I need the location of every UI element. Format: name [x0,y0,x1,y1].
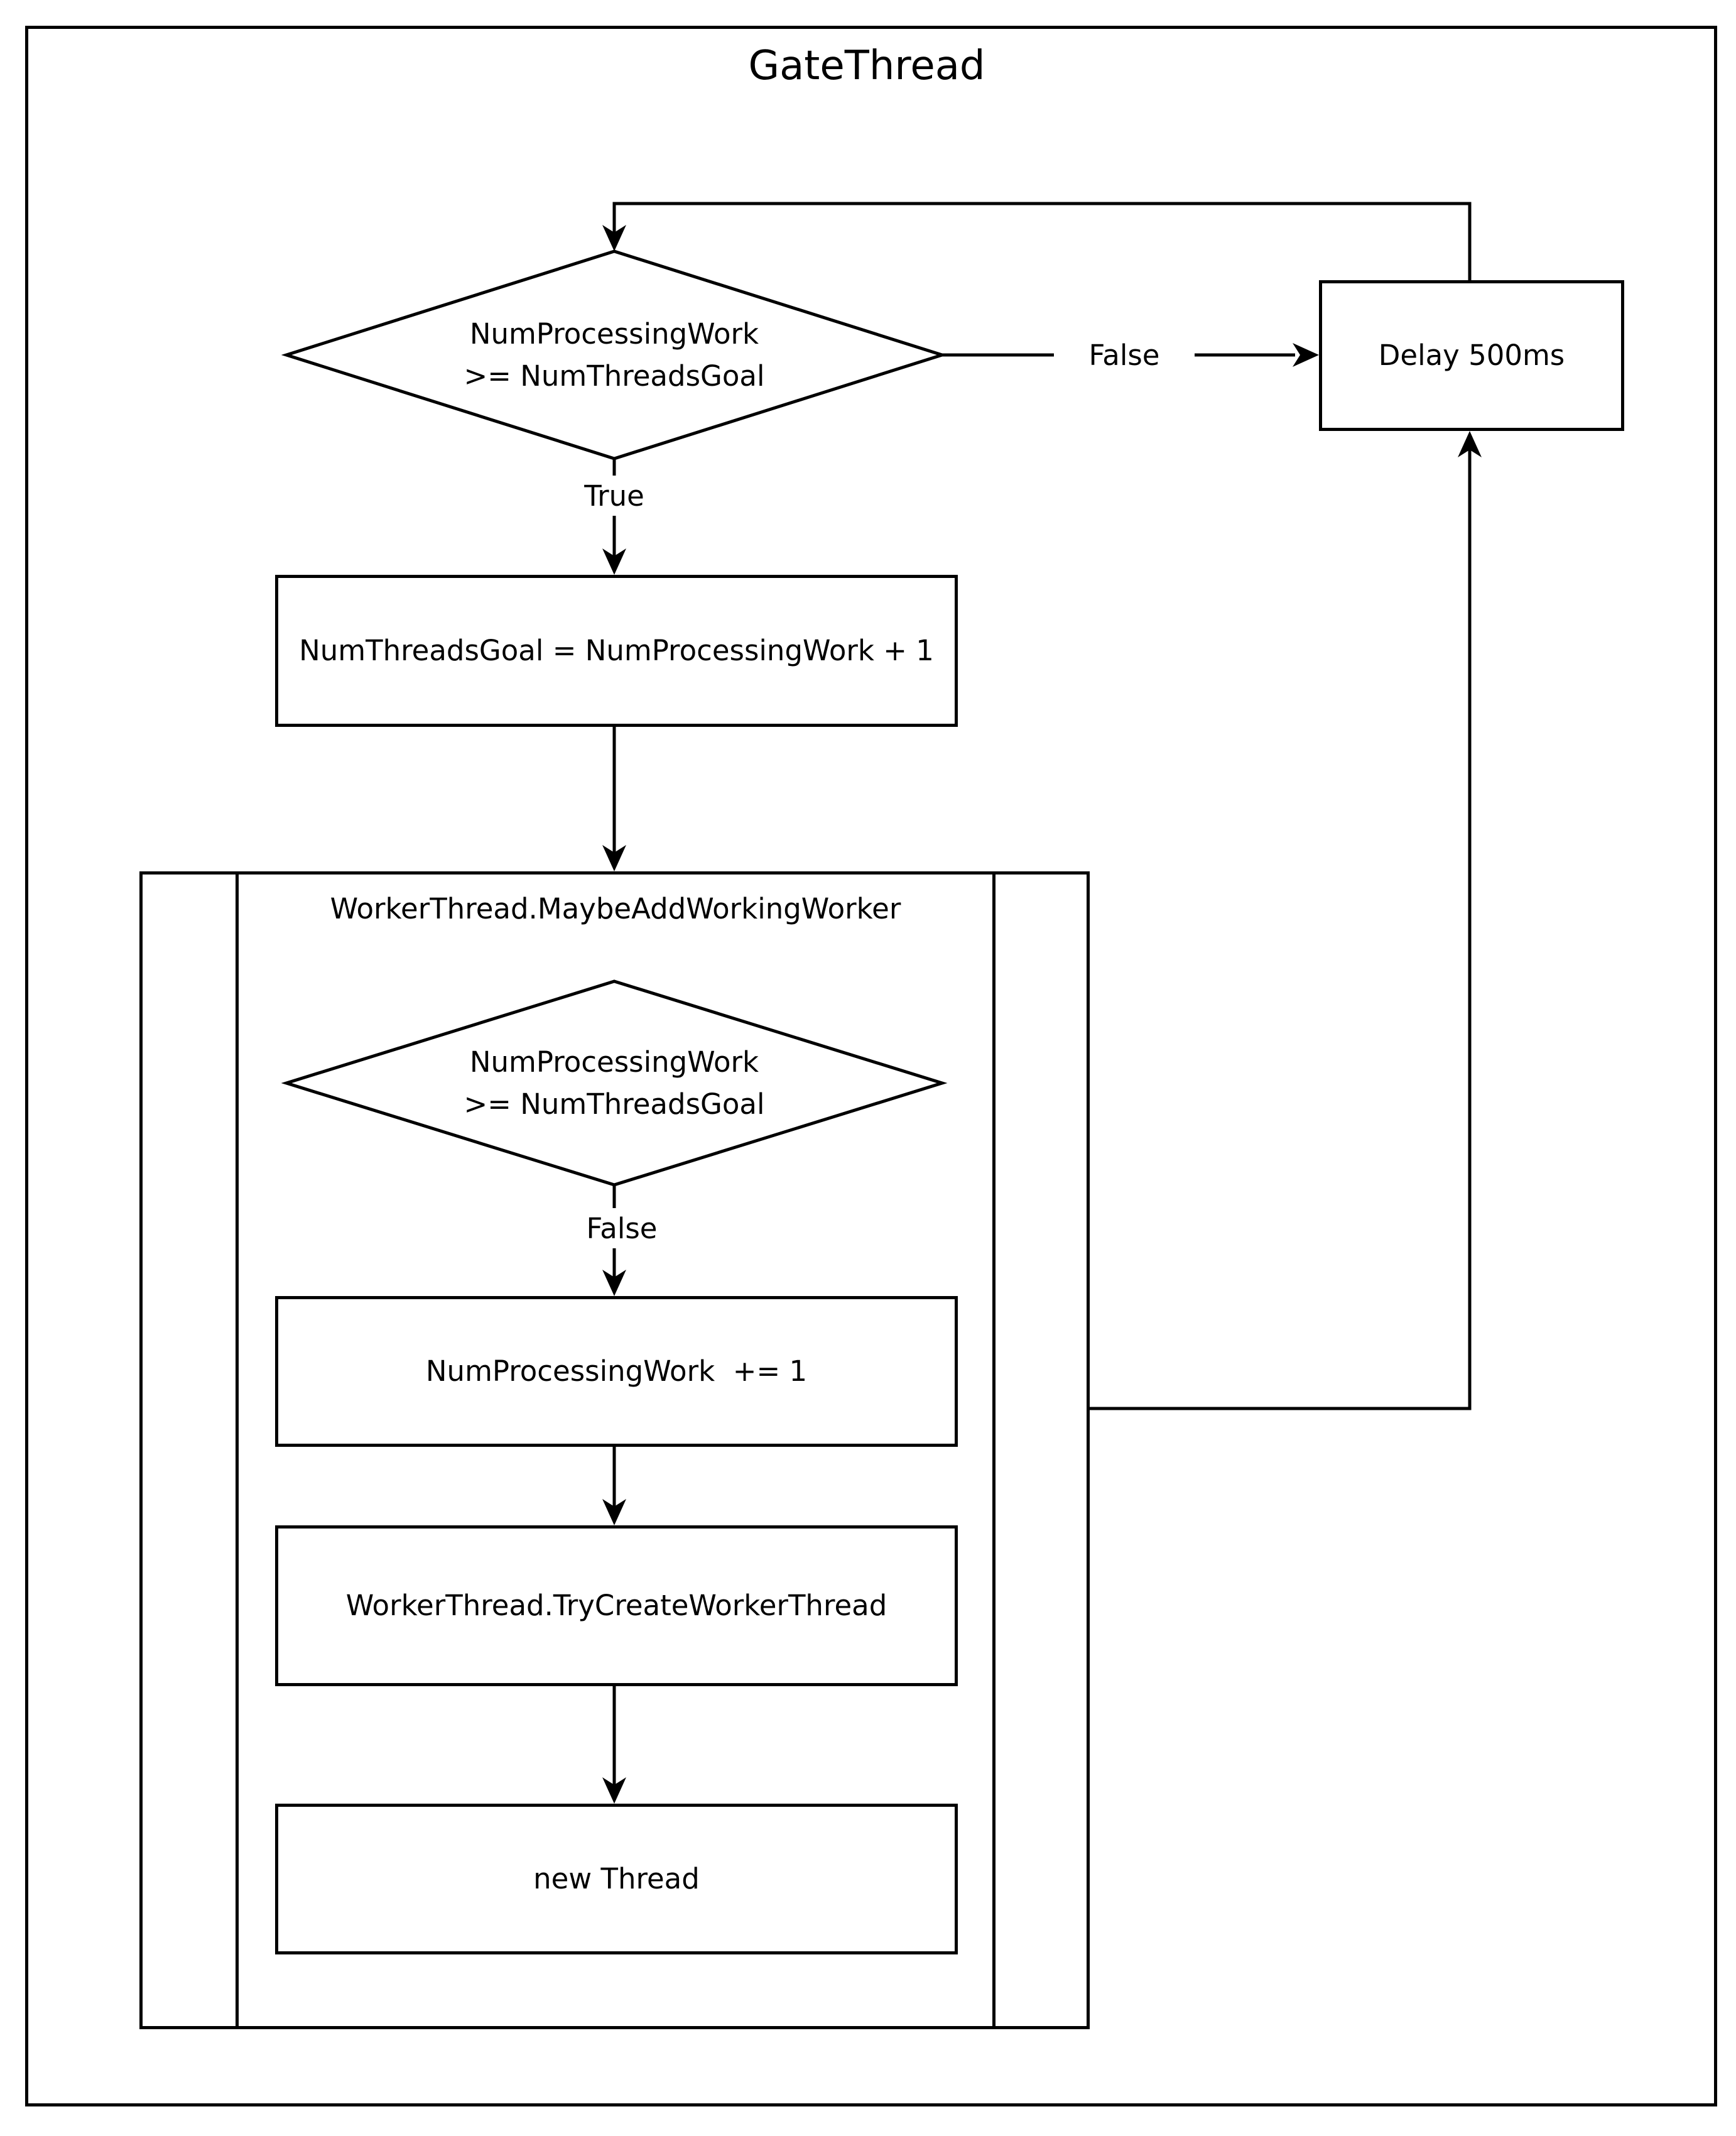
connector-setgoal-arrowhead [602,845,626,871]
subprocess-right-bar [992,871,995,2029]
edge-label-false-inner: False [551,1208,692,1248]
diagram-title: GateThread [748,43,985,89]
inner-decision-line2: >= NumThreadsGoal [464,1087,765,1121]
edge-label-false-outer: False [1054,335,1195,375]
increment-node: NumProcessingWork += 1 [275,1296,958,1447]
new-thread-node-label: new Thread [533,1862,700,1896]
try-create-node-label: WorkerThread.TryCreateWorkerThread [345,1589,887,1623]
loop-connector-delay-to-decision [612,202,1472,280]
outer-decision-line2: >= NumThreadsGoal [464,359,765,393]
return-connector-arrowhead [1458,431,1482,457]
return-connector-subprocess-to-delay [1090,450,1472,1410]
outer-decision-node: NumProcessingWork >= NumThreadsGoal [286,253,942,457]
try-create-node: WorkerThread.TryCreateWorkerThread [275,1525,958,1686]
connector-increment-arrowhead [602,1499,626,1525]
edge-label-true: True [551,476,677,516]
inner-decision-line1: NumProcessingWork [469,1045,759,1079]
inner-decision-node: NumProcessingWork >= NumThreadsGoal [286,981,942,1185]
new-thread-node: new Thread [275,1804,958,1954]
false-connector-arrowhead [1293,343,1319,367]
subprocess-left-bar [236,871,239,2029]
delay-node-label: Delay 500ms [1378,339,1565,373]
set-goal-node: NumThreadsGoal = NumProcessingWork + 1 [275,575,958,727]
false-connector-inner-arrowhead [602,1270,626,1296]
outer-decision-line1: NumProcessingWork [469,317,759,351]
set-goal-node-label: NumThreadsGoal = NumProcessingWork + 1 [299,634,934,668]
true-connector-arrowhead [602,548,626,575]
delay-node: Delay 500ms [1319,280,1624,431]
loop-connector-arrowhead [602,225,626,251]
diagram-border [25,26,1717,2106]
subprocess-title: WorkerThread.MaybeAddWorkingWorker [330,891,901,925]
increment-node-label: NumProcessingWork += 1 [425,1354,808,1388]
connector-trycreate-arrowhead [602,1777,626,1804]
subprocess-maybe-add-working-worker [139,871,1090,2029]
